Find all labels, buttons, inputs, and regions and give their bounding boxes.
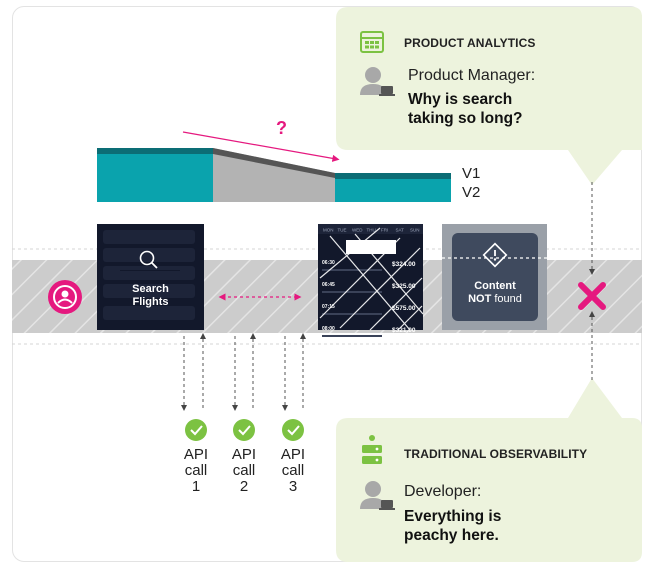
version-label-v1: V1 — [462, 165, 481, 182]
product-manager-role: Product Manager: — [408, 67, 536, 84]
check-icon — [282, 419, 304, 441]
results-row-bar — [322, 269, 382, 271]
observability-title: TRADITIONAL OBSERVABILITY — [404, 447, 588, 461]
developer-role: Developer: — [404, 483, 482, 500]
results-price: $325.00 — [392, 283, 416, 290]
product-analytics-callout — [336, 7, 642, 185]
results-price: $575.00 — [392, 305, 416, 312]
developer-quote-line1: Everything is — [404, 508, 502, 525]
error-screen — [442, 224, 547, 330]
product-analytics-title: PRODUCT ANALYTICS — [404, 36, 536, 50]
results-time: 06:30 — [322, 260, 335, 266]
error-not-text: NOT — [468, 293, 492, 305]
api-call-3-word1: API — [280, 446, 306, 463]
error-found-text: found — [491, 293, 522, 305]
api-call-1-word2: call — [184, 462, 208, 479]
product-manager-quote-line2: taking so long? — [408, 110, 523, 127]
results-time: 06:45 — [322, 282, 335, 288]
version-label-v2: V2 — [462, 184, 481, 201]
search-screen — [97, 224, 204, 330]
api-call-3-word2: call — [281, 462, 305, 479]
product-manager-avatar — [360, 67, 395, 96]
results-day-label: SAT — [396, 228, 405, 233]
api-check-icons — [185, 419, 304, 441]
results-row-bar — [322, 291, 382, 293]
results-day-label: MON — [323, 228, 334, 233]
search-screen-line1: Search — [132, 283, 169, 295]
server-icon — [362, 435, 382, 464]
results-day-label: TUE — [338, 228, 347, 233]
results-day-label: THU — [367, 228, 376, 233]
api-call-arrows — [181, 333, 306, 411]
error-screen-line1: Content — [474, 280, 516, 292]
version-comparison-bars — [97, 148, 451, 202]
developer-quote-line2: peachy here. — [404, 527, 499, 544]
dashboard-icon — [360, 31, 384, 53]
api-call-label-1: API call 1 — [176, 447, 216, 495]
results-day-label: SUN — [410, 228, 420, 233]
results-time: 08:00 — [322, 326, 335, 332]
results-row-bar — [322, 313, 382, 315]
api-call-label-2: API call 2 — [224, 447, 264, 495]
results-day-label: WED — [352, 228, 363, 233]
user-icon — [48, 280, 82, 314]
failure-x-icon — [578, 282, 606, 310]
slowdown-arrow — [182, 131, 340, 162]
api-call-3-number: 3 — [288, 478, 298, 495]
search-screen-line2: Flights — [132, 296, 169, 308]
results-price: $321.00 — [392, 327, 416, 334]
api-call-label-3: API call 3 — [273, 447, 313, 495]
api-call-1-number: 1 — [191, 478, 201, 495]
api-call-2-word2: call — [232, 462, 256, 479]
product-manager-quote-line1: Why is search — [408, 91, 513, 108]
results-time: 07:15 — [322, 304, 335, 310]
warning-icon — [482, 242, 508, 268]
check-icon — [233, 419, 255, 441]
search-screen-label: Search Flights — [97, 283, 204, 309]
results-row-bar — [322, 335, 382, 337]
search-icon — [139, 250, 158, 269]
api-call-1-word1: API — [183, 446, 209, 463]
error-screen-line2: NOT found — [452, 293, 538, 306]
error-screen-label: Content NOT found — [452, 280, 538, 306]
question-mark: ? — [276, 118, 287, 138]
observability-callout — [336, 378, 642, 562]
developer-avatar — [360, 481, 395, 510]
api-call-2-number: 2 — [239, 478, 249, 495]
check-icon — [185, 419, 207, 441]
api-call-2-word1: API — [231, 446, 257, 463]
results-day-label: FRI — [381, 228, 388, 233]
